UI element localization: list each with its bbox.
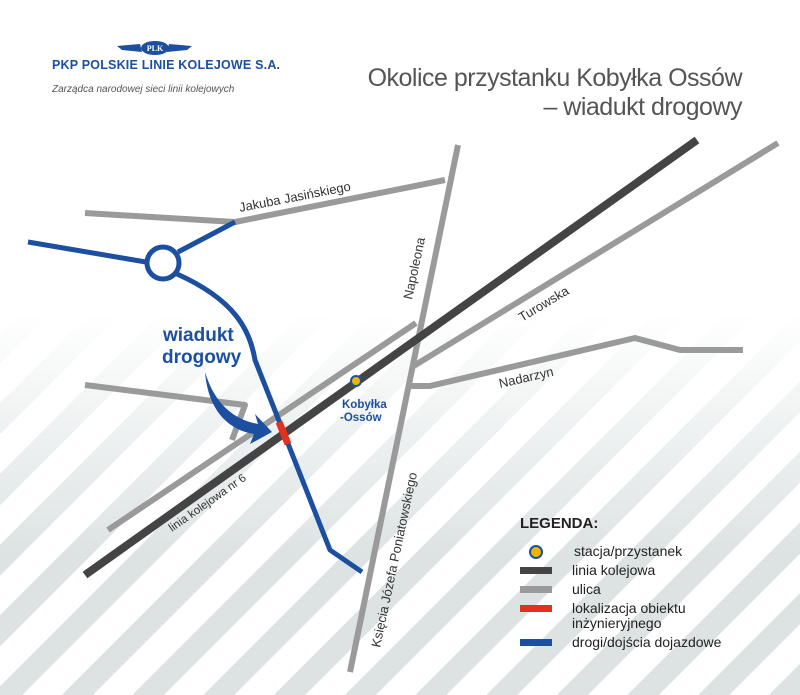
street-swatch (520, 586, 552, 593)
title-line-2: – wiadukt drogowy (543, 93, 742, 121)
legend-label: linia kolejowa (572, 562, 656, 578)
access-road-north (176, 219, 237, 255)
logo: PKP POLSKIE LINIE KOLEJOWE S.A. Zarządca… (52, 38, 280, 95)
legend-label: ulica (572, 581, 601, 597)
station-label-1: Kobyłka (342, 399, 387, 411)
callout-label-2: drogowy (162, 347, 242, 368)
access-road-west (27, 239, 147, 265)
legend-title: LEGENDA: (520, 515, 599, 532)
legend-label: lokalizacja obiektu inżynieryjnego (572, 600, 686, 631)
page-title: Okolice przystanku Kobyłka Ossów – wiadu… (367, 64, 743, 122)
legend-item-object: lokalizacja obiektu inżynieryjnego (520, 601, 721, 631)
callout-arrow-icon (205, 372, 272, 444)
title-line-1: Okolice przystanku Kobyłka Ossów (367, 64, 743, 92)
label-napoleona: Napoleona (400, 235, 428, 300)
station-icon (529, 545, 543, 559)
station-label-2: -Ossów (340, 412, 382, 424)
roundabout (144, 244, 182, 282)
legend-item-street: ulica (520, 582, 721, 597)
railway-line (82, 136, 700, 579)
legend-item-station: stacja/przystanek (520, 544, 721, 559)
street-napoleona-poniatowskiego (347, 144, 461, 673)
engineering-object-marker (275, 420, 292, 446)
station-icon (350, 375, 362, 387)
svg-text:PLK: PLK (147, 44, 164, 53)
street-left (84, 382, 248, 442)
org-subtitle: Zarządca narodowej sieci linii kolejowyc… (52, 84, 235, 95)
callout-label-1: wiadukt (162, 325, 234, 346)
object-swatch (520, 605, 552, 612)
legend-label: stacja/przystanek (574, 543, 683, 559)
street-turowska (410, 140, 780, 370)
street-nadarzyn (410, 335, 743, 389)
access-swatch (520, 639, 552, 646)
org-name: PKP POLSKIE LINIE KOLEJOWE S.A. (52, 58, 281, 72)
legend-item-access: drogi/dojścia dojazdowe (520, 635, 721, 650)
access-road-viaduct (175, 271, 364, 575)
legend: LEGENDA: stacja/przystanek linia kolejow… (520, 515, 721, 654)
railway-swatch (520, 567, 552, 574)
legend-label: drogi/dojścia dojazdowe (572, 634, 722, 650)
plk-logo-icon: PLK (117, 41, 192, 55)
legend-item-railway: linia kolejowa (520, 563, 721, 578)
